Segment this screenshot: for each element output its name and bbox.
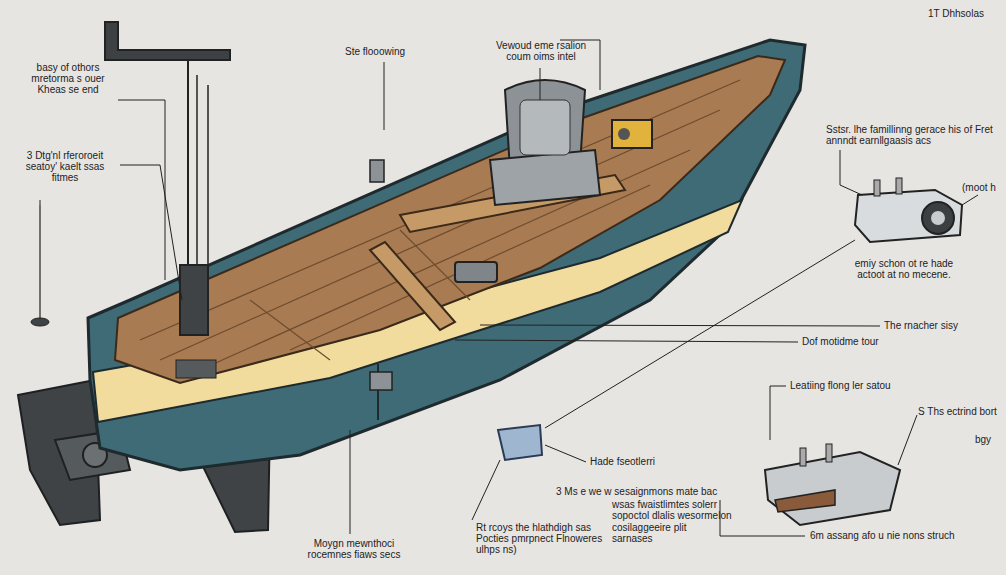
- callout-label: Moygn mewnthoci rocemnes fiaws secs: [296, 538, 412, 560]
- callout-label: emiy schon ot re hade actoot at no mecen…: [846, 258, 962, 280]
- callout-label: S Ths ectrind bort: [918, 406, 1002, 417]
- callout-label: basy of othors mretorma s ouer Kheas se …: [20, 62, 116, 95]
- callout-label: Hade fseotlerri: [590, 456, 690, 467]
- seat: [490, 80, 600, 205]
- bracket-part: [498, 425, 542, 460]
- callout-label: Ste flooowing: [345, 46, 427, 57]
- callout-label: (moot h: [962, 182, 1002, 193]
- clamp-part: [855, 178, 962, 242]
- callout-label: Sstsr. lhe famillinng gerace his of Fret…: [826, 124, 1000, 146]
- callout-label: 1T Dhhsolas: [928, 8, 1000, 19]
- callout-label: 6m assang afo u nie nons struch: [810, 530, 1000, 541]
- callout-label: 3 Ms e we w sesaignmons mate bac: [556, 486, 746, 497]
- callout-label: cosilaggeeire plit sarnases: [612, 522, 722, 544]
- callout-label: Dof motidme tour: [802, 336, 906, 347]
- gear-box: [612, 120, 652, 148]
- deck-planks: [140, 80, 740, 370]
- callout-label: wsas fwaistlimtes solerr sopoctol dlalis…: [612, 499, 744, 521]
- hinge-part: [765, 444, 900, 525]
- callout-label: bgy: [975, 434, 1001, 445]
- callout-label: Rt rcoys the hlathdigh sas Pocties pmrpn…: [476, 522, 608, 555]
- callout-label: Vewoud eme rsalion coum oims intel: [484, 40, 598, 62]
- wooden-deck: [115, 56, 785, 383]
- callout-label: 3 Dtg'nl rferoroeit seatoy' kaelt ssas f…: [12, 150, 118, 183]
- leader-lines: [40, 40, 978, 536]
- callout-label: The rnacher sisy: [884, 320, 984, 331]
- callout-label: Leatiing flong ler satou: [790, 380, 910, 391]
- hull: [88, 40, 805, 470]
